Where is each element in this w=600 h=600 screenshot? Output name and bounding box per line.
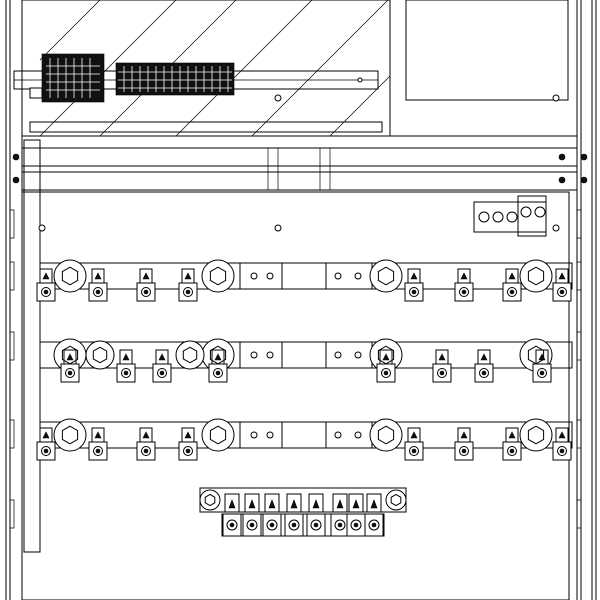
cable-lug-icon xyxy=(60,349,80,383)
terminal-icon xyxy=(262,493,282,537)
busbar-assembly xyxy=(36,259,573,461)
cable-lug-icon xyxy=(432,349,452,383)
cable-lug-icon xyxy=(454,427,474,461)
terminal-icon xyxy=(242,493,262,537)
hex-bolt-insulator-icon xyxy=(53,259,87,293)
cable-lug-icon xyxy=(152,349,172,383)
busbar-joint-plate xyxy=(239,421,283,449)
busbar xyxy=(39,262,573,290)
hex-bolt-insulator-icon xyxy=(519,418,553,452)
cable-lug-icon xyxy=(532,349,552,383)
hex-bolt-insulator-icon xyxy=(201,259,235,293)
terminal-rail xyxy=(221,513,385,537)
hex-bolt-insulator-icon xyxy=(369,259,403,293)
busbar-joint-plate xyxy=(325,421,373,449)
busbar-joint-plate xyxy=(239,262,283,290)
terminal-icon xyxy=(284,493,304,537)
hex-bolt-insulator-icon xyxy=(85,340,115,370)
neutral-bar xyxy=(199,487,407,513)
busbar xyxy=(39,341,573,369)
cable-lug-icon xyxy=(454,268,474,302)
cable-lug-icon xyxy=(502,268,522,302)
cable-lug-icon xyxy=(474,349,494,383)
rail-terminal-block xyxy=(29,53,235,103)
terminal-icon xyxy=(346,493,366,537)
busbar-row-3 xyxy=(36,418,573,461)
cable-lug-icon xyxy=(88,427,108,461)
cable-lug-icon xyxy=(178,268,198,302)
cable-lug-icon xyxy=(178,427,198,461)
busbar-joint-plate xyxy=(325,262,373,290)
divider-rails xyxy=(12,147,588,191)
terminal-icon xyxy=(330,493,350,537)
corner-screws xyxy=(12,153,588,184)
terminal-icon xyxy=(364,493,384,537)
cable-lug-icon xyxy=(116,349,136,383)
hex-bolt-insulator-icon xyxy=(201,418,235,452)
cable-lug-icon xyxy=(88,268,108,302)
cable-lug-icon xyxy=(36,268,56,302)
vertical-support-bar xyxy=(23,139,41,553)
cable-lug-icon xyxy=(36,427,56,461)
busbar-row-1 xyxy=(36,259,573,302)
cable-lug-icon xyxy=(552,268,572,302)
cable-lug-icon xyxy=(552,427,572,461)
hex-bolt-insulator-icon xyxy=(175,340,205,370)
hex-bolt-insulator-icon xyxy=(199,489,221,511)
cable-lug-icon xyxy=(502,427,522,461)
terminal-block xyxy=(221,493,385,537)
surge-protector-block xyxy=(473,195,547,237)
hex-bolt-insulator-icon xyxy=(519,259,553,293)
hex-bolt-insulator-icon xyxy=(53,418,87,452)
cable-lug-icon xyxy=(404,268,424,302)
cable-lug-icon xyxy=(136,427,156,461)
hex-bolt-insulator-icon xyxy=(385,489,407,511)
right-side-notches xyxy=(576,209,581,529)
cable-lug-icon xyxy=(404,427,424,461)
hex-bolt-insulator-icon xyxy=(369,418,403,452)
terminal-icon xyxy=(306,493,326,537)
left-side-notches xyxy=(10,209,15,529)
neutral-terminal-assembly xyxy=(199,487,407,537)
busbar xyxy=(39,421,573,449)
busbar-joint-plate xyxy=(325,341,373,369)
busbar-joint-plate xyxy=(239,341,283,369)
top-compartment xyxy=(13,0,577,137)
busbar-row-2 xyxy=(39,338,573,383)
cable-lug-icon xyxy=(376,349,396,383)
cable-lug-icon xyxy=(208,349,228,383)
glass-panel-hatching xyxy=(39,0,391,137)
terminal-icon xyxy=(222,493,242,537)
cable-lug-icon xyxy=(136,268,156,302)
